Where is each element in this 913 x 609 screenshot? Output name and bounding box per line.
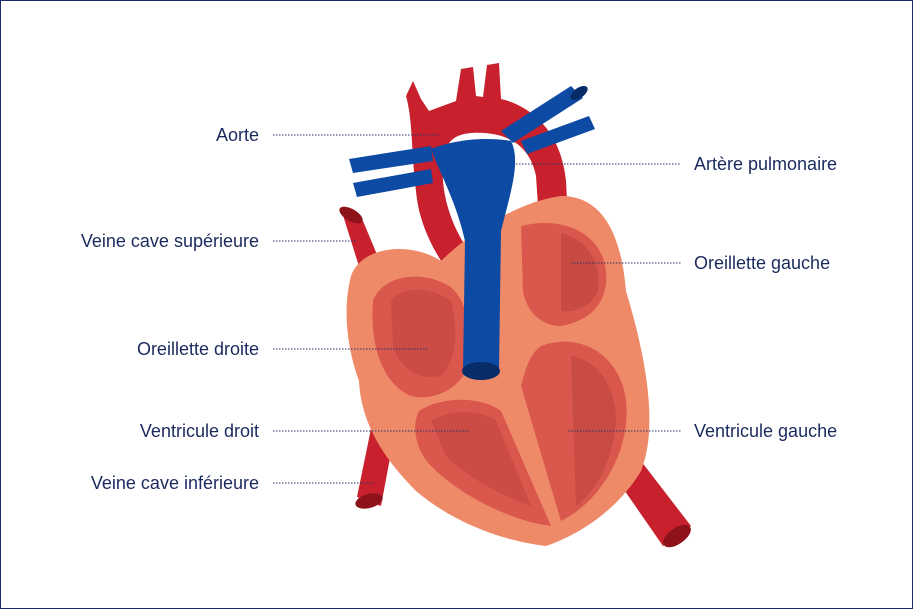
label-ventricule-droit: Ventricule droit [140, 420, 259, 442]
label-veine-cave-inferieure: Veine cave inférieure [91, 472, 259, 494]
label-oreillette-droite: Oreillette droite [137, 338, 259, 360]
label-oreillette-gauche: Oreillette gauche [694, 252, 830, 274]
label-ventricule-gauche: Ventricule gauche [694, 420, 837, 442]
label-veine-cave-superieure: Veine cave supérieure [81, 230, 259, 252]
label-artere-pulmonaire: Artère pulmonaire [694, 153, 837, 175]
label-aorte: Aorte [216, 124, 259, 146]
